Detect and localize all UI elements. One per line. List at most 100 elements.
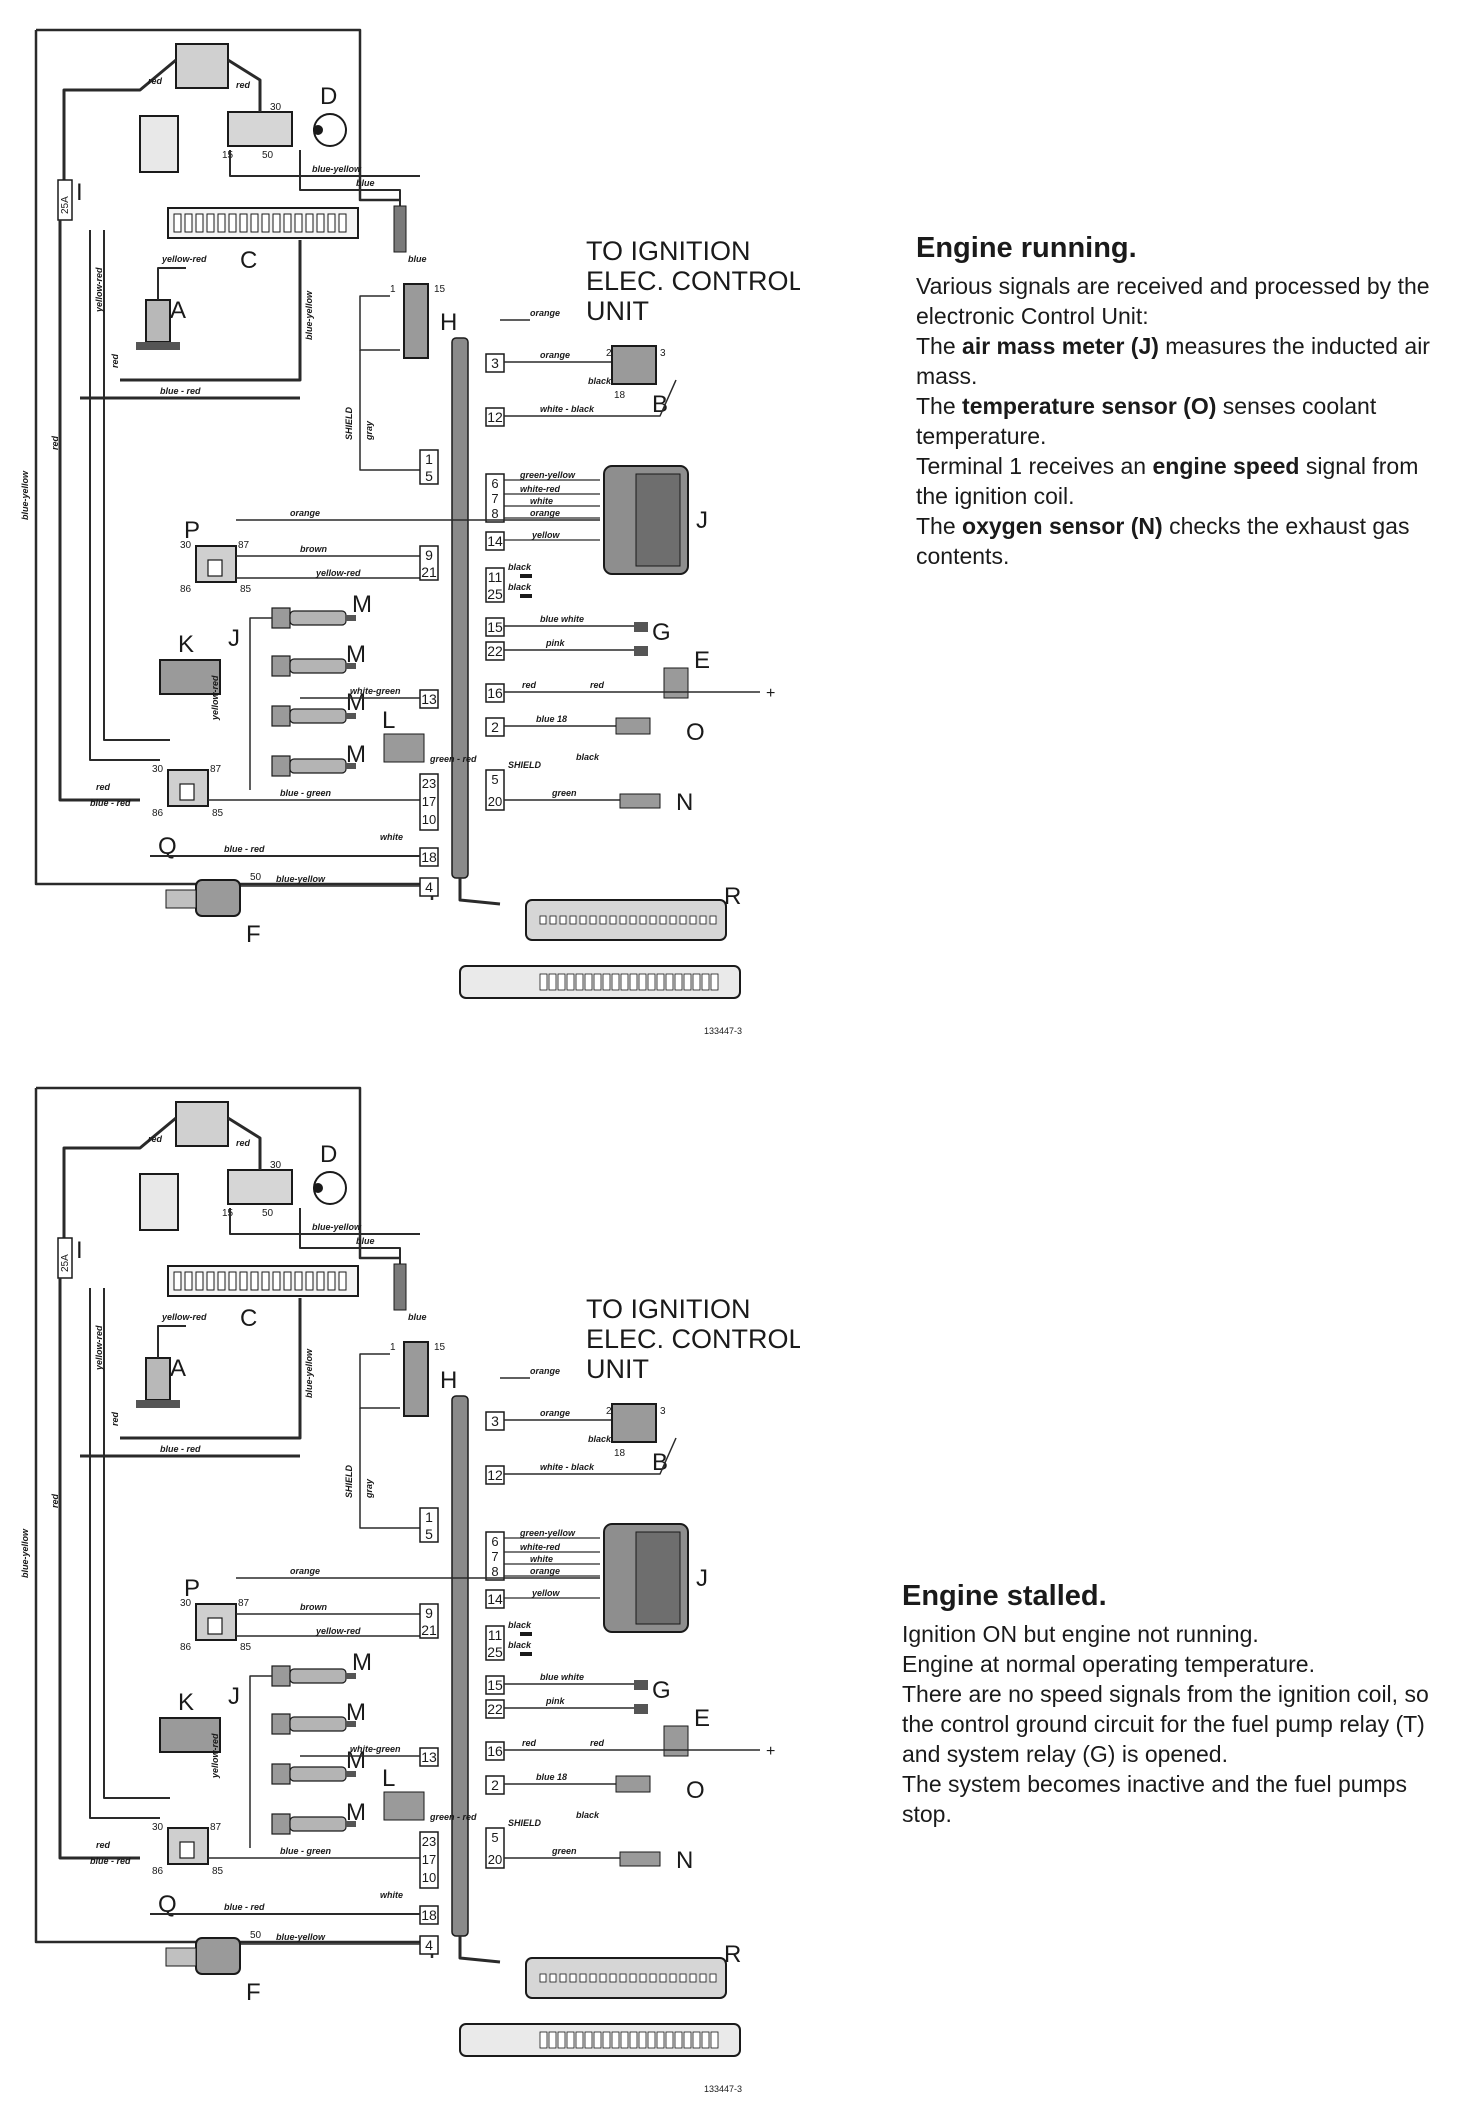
connector-plug-pin bbox=[593, 973, 602, 991]
oxygen-sensor bbox=[619, 793, 661, 809]
fuse-slot bbox=[184, 1271, 193, 1291]
terminal-box bbox=[485, 1465, 505, 1485]
wire-label-pink: pink bbox=[545, 1696, 565, 1706]
wire-label-white-red: white-red bbox=[520, 1542, 561, 1552]
terminal-number: 5 bbox=[491, 1830, 498, 1845]
running-text: measures the inducted air mass. bbox=[916, 333, 1430, 389]
component-f-end bbox=[165, 1947, 197, 1967]
component-e bbox=[663, 667, 689, 699]
wire-label-orange: orange bbox=[530, 508, 560, 518]
component-label-q: Q bbox=[158, 833, 177, 860]
figure-number: 133447-3 bbox=[704, 1026, 742, 1036]
wire-label-white: white bbox=[530, 496, 553, 506]
wire-outer-top bbox=[36, 1086, 400, 1260]
fuse-slot bbox=[327, 1271, 336, 1291]
connector-pin bbox=[669, 915, 677, 925]
terminal-box bbox=[485, 531, 505, 551]
relay-pin: 86 bbox=[180, 584, 192, 595]
connector-pin bbox=[579, 915, 587, 925]
connector-pin bbox=[539, 915, 547, 925]
connector-plug-pin bbox=[656, 2031, 665, 2049]
fuse bbox=[57, 179, 73, 221]
ground-mark bbox=[520, 1652, 532, 1656]
wire-label-yellow-red: yellow-red bbox=[315, 1626, 361, 1636]
terminal-box bbox=[419, 1603, 439, 1639]
wire-label-blue-yellow: blue-yellow bbox=[276, 1932, 326, 1942]
terminal-number: 15 bbox=[487, 1677, 503, 1693]
wire-a bbox=[157, 1325, 186, 1358]
wire-label-red: red bbox=[590, 1738, 605, 1748]
wire-coil bbox=[359, 1353, 400, 1409]
wire-label-yellow-red: yellow-red bbox=[210, 1733, 220, 1779]
terminal-box bbox=[419, 449, 439, 485]
terminal-number: 16 bbox=[487, 1743, 503, 1759]
wire-white bbox=[89, 1288, 160, 1819]
fuse-slot bbox=[184, 213, 193, 233]
wire-label-orange: orange bbox=[530, 308, 560, 318]
terminal-box bbox=[485, 617, 505, 637]
wire-label-blue-red: blue - red bbox=[224, 844, 265, 854]
injector-connector bbox=[271, 1763, 291, 1785]
connector-pin bbox=[549, 915, 557, 925]
connector-plug-pin bbox=[701, 973, 710, 991]
terminal-number: 12 bbox=[487, 409, 503, 425]
relay-pin: 30 bbox=[152, 764, 164, 775]
fuse-slot bbox=[173, 1271, 182, 1291]
terminal-number: 6 bbox=[491, 1534, 498, 1549]
wire-label-yellow-red: yellow-red bbox=[315, 568, 361, 578]
terminal-number: 9 bbox=[425, 1605, 433, 1621]
ground-mark bbox=[520, 594, 532, 598]
relay-pin: 85 bbox=[240, 1642, 252, 1653]
connector-pin bbox=[569, 915, 577, 925]
component-label-i: I bbox=[76, 1237, 83, 1264]
connector-plug-pin bbox=[539, 2031, 548, 2049]
relay-pin: 86 bbox=[180, 1642, 192, 1653]
injector-connector bbox=[271, 655, 291, 677]
b-pin: 3 bbox=[660, 1406, 666, 1417]
terminal-box bbox=[485, 567, 505, 603]
wire-label-blue-yellow: blue-yellow bbox=[312, 1222, 362, 1232]
component-label-j: J bbox=[696, 507, 708, 534]
terminal-box bbox=[485, 683, 505, 703]
wire-label-red: red bbox=[110, 1411, 120, 1426]
wire-label-white-black: white - black bbox=[540, 404, 595, 414]
terminal-number: 15 bbox=[487, 619, 503, 635]
component-label-q: Q bbox=[158, 1891, 177, 1918]
wire-label-black: black bbox=[588, 1434, 612, 1444]
terminal-box bbox=[485, 1775, 505, 1795]
running-text: The bbox=[916, 333, 963, 359]
coil-pin: 1 bbox=[390, 1342, 396, 1353]
wire-label-white-green: white-green bbox=[350, 686, 401, 696]
terminal-number: 2 bbox=[491, 719, 499, 735]
component-label-j: J bbox=[696, 1565, 708, 1592]
component-k bbox=[159, 659, 221, 695]
component-label-f: F bbox=[246, 1979, 261, 2006]
wire-label-gray: gray bbox=[364, 420, 374, 441]
connector-plug-pin bbox=[647, 973, 656, 991]
component-b bbox=[611, 1403, 657, 1443]
terminal-number: 6 bbox=[491, 476, 498, 491]
wire-label-blue-yellow: blue-yellow bbox=[312, 164, 362, 174]
injector-nozzle bbox=[346, 763, 356, 769]
terminal-box bbox=[419, 689, 439, 709]
component-label-n: N bbox=[676, 1847, 693, 1874]
wire-label-black: black bbox=[576, 1810, 600, 1820]
terminal-number: 5 bbox=[425, 1526, 433, 1542]
connector-pin bbox=[549, 1973, 557, 1983]
component-label-j: J bbox=[228, 1683, 240, 1710]
fuse-label: 25A bbox=[60, 196, 71, 214]
terminal-number: 21 bbox=[421, 564, 437, 580]
connector-pin bbox=[619, 915, 627, 925]
injector-connector bbox=[271, 755, 291, 777]
component-label-m: M bbox=[352, 591, 372, 618]
wire-label-green-red: green - red bbox=[429, 754, 477, 764]
fuse-box bbox=[167, 207, 359, 239]
wire-sleeve bbox=[393, 205, 407, 253]
connector-pin bbox=[629, 1973, 637, 1983]
terminal-box bbox=[485, 1675, 505, 1695]
component-label-r: R bbox=[724, 883, 741, 910]
terminal-box bbox=[419, 1747, 439, 1767]
wire-label-blue-green: blue - green bbox=[280, 788, 332, 798]
